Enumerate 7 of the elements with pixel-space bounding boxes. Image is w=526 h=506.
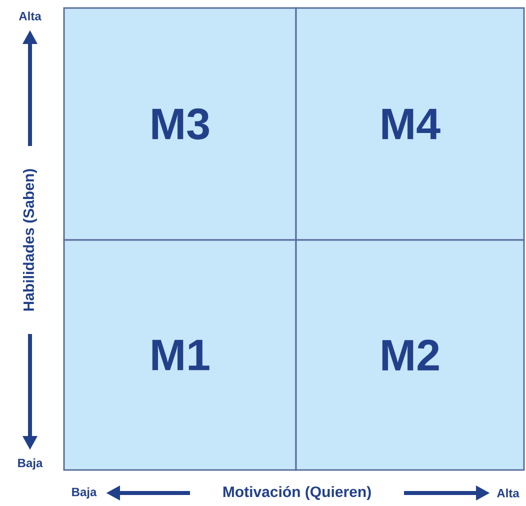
axis-label: Habilidades (Saben)	[23, 169, 37, 311]
quadrant-box: M2	[295, 239, 525, 471]
axis-label: Motivación (Quieren)	[223, 486, 371, 500]
quadrant-box: M1	[63, 239, 297, 471]
quadrant-box: M4	[295, 7, 525, 241]
quadrant-box: M3	[63, 7, 297, 241]
axis-label: Baja	[72, 487, 97, 499]
